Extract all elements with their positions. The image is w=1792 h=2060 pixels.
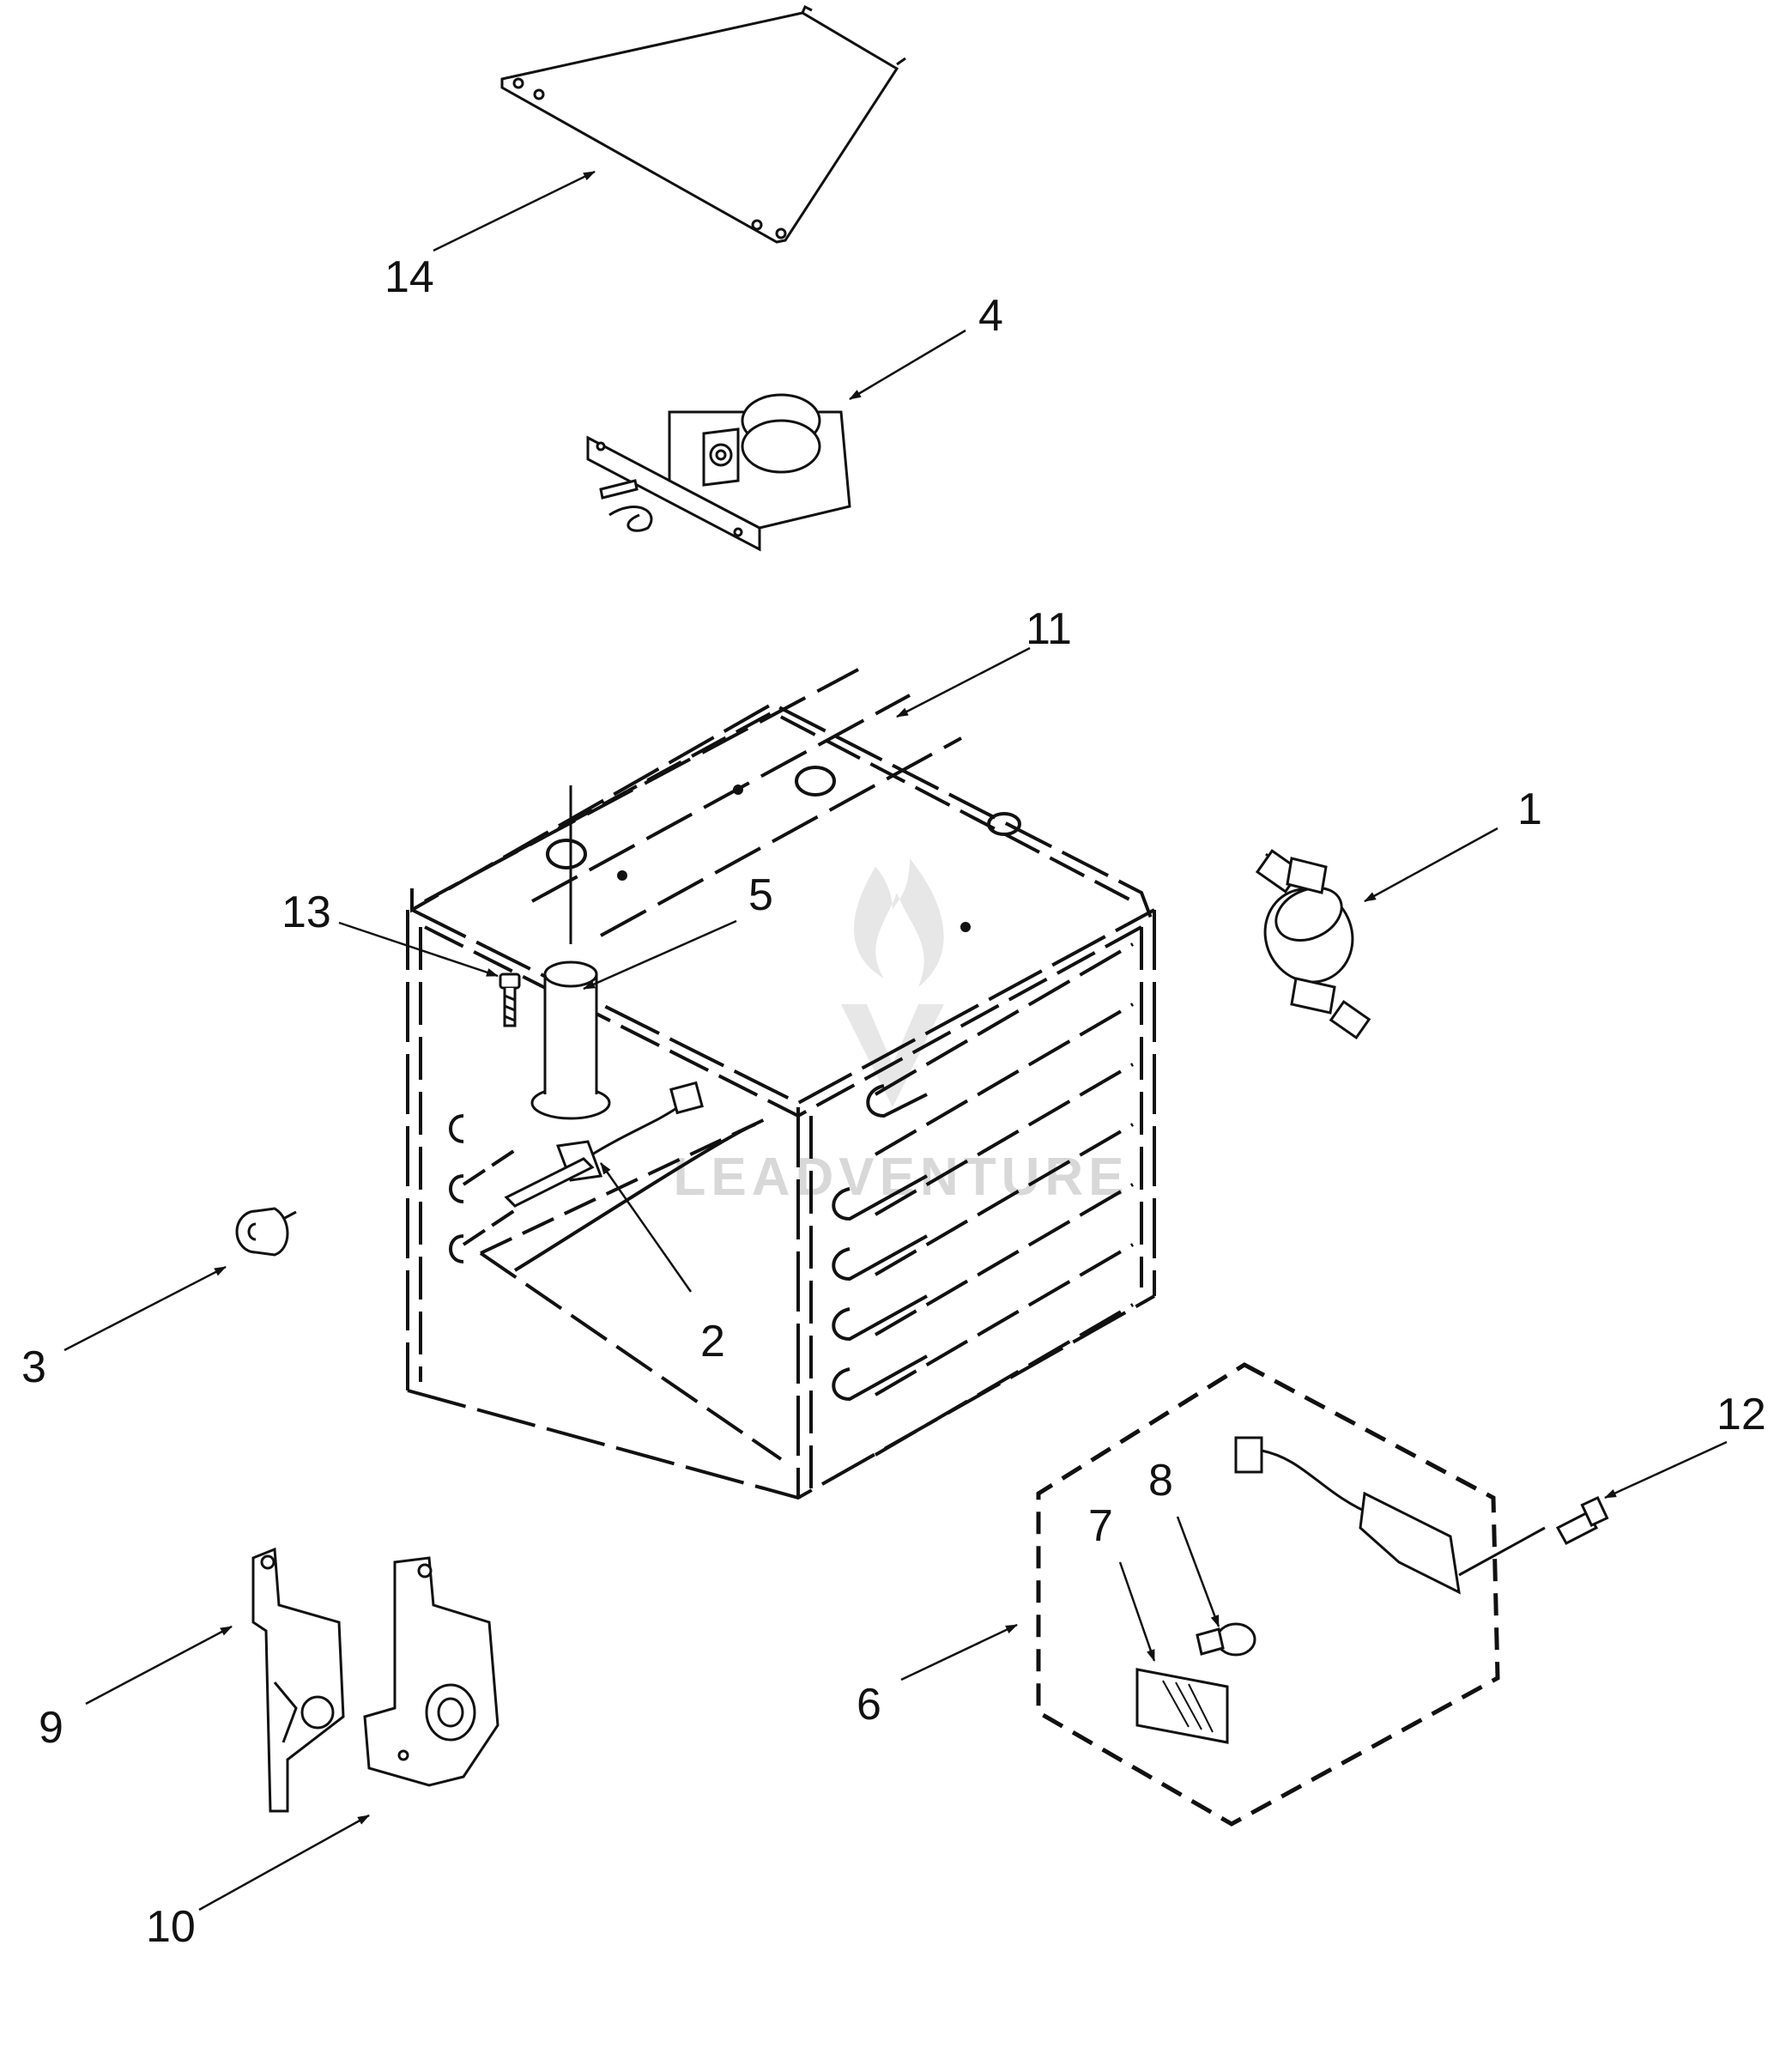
callout-8: 8 <box>1148 1456 1173 1506</box>
part-14-plate[interactable] <box>500 4 906 244</box>
callout-13: 13 <box>282 888 331 937</box>
part-9-hinge[interactable] <box>251 1547 345 1813</box>
callout-3: 3 <box>21 1342 46 1392</box>
callout-14: 14 <box>384 252 434 302</box>
callout-7: 7 <box>1088 1501 1113 1551</box>
leader-lines <box>64 170 1728 1912</box>
lamp-socket-harness[interactable] <box>1234 1436 1546 1595</box>
part-11-oven-cavity[interactable] <box>406 668 1156 1500</box>
part-5-element[interactable] <box>530 785 611 1120</box>
callout-11: 11 <box>1026 604 1072 654</box>
callout-2: 2 <box>700 1317 725 1366</box>
callout-4: 4 <box>978 291 1003 341</box>
callout-5: 5 <box>748 870 773 920</box>
part-4-latch-assembly[interactable] <box>586 393 851 552</box>
callout-9: 9 <box>39 1703 64 1753</box>
watermark-text: LEADVENTURE <box>673 1148 1129 1207</box>
part-12-screw[interactable] <box>1555 1495 1609 1545</box>
callout-12: 12 <box>1716 1390 1766 1439</box>
part-13-screw[interactable] <box>499 972 521 1027</box>
part-10-hinge[interactable] <box>363 1556 499 1787</box>
callout-10: 10 <box>146 1902 196 1952</box>
watermark-logo <box>841 858 944 1107</box>
part-1-thermostat[interactable] <box>1250 849 1371 1040</box>
part-8-bulb[interactable] <box>1196 1622 1256 1657</box>
callout-6: 6 <box>857 1680 881 1730</box>
callout-1: 1 <box>1517 785 1542 834</box>
part-3-bumper[interactable] <box>235 1207 297 1257</box>
part-7-lens[interactable] <box>1135 1668 1229 1744</box>
part-6-lamp-kit-outline[interactable] <box>1036 1362 1500 1827</box>
part-2-sensor[interactable] <box>504 1081 704 1208</box>
